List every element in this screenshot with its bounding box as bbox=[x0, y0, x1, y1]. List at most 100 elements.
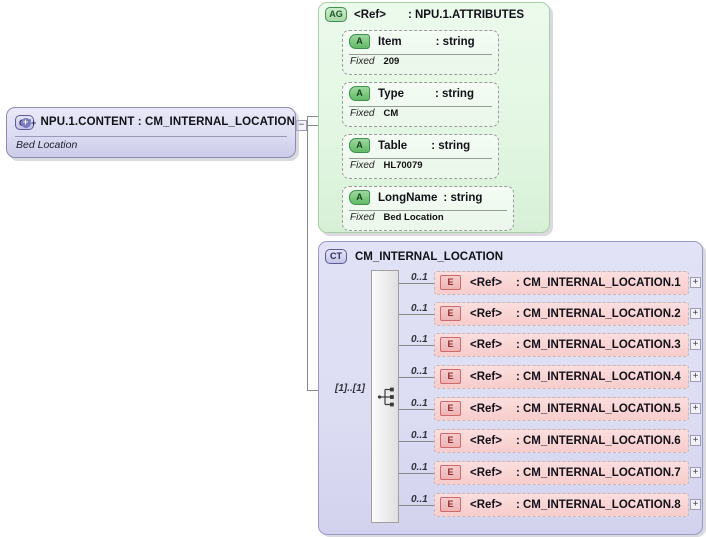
attribute-fixed-row: Fixed HL70079 bbox=[350, 160, 423, 171]
element-inner-1: E <Ref> : CM_INTERNAL_LOCATION.1 bbox=[440, 275, 681, 290]
element-card-7[interactable]: E <Ref> : CM_INTERNAL_LOCATION.7 bbox=[434, 461, 689, 485]
element-icon: E bbox=[440, 337, 461, 352]
element-icon: E bbox=[440, 306, 461, 321]
attribute-name: Type bbox=[378, 87, 404, 100]
attribute-item-header: A Item : string bbox=[349, 34, 475, 49]
attribute-fixed-row: Fixed CM bbox=[350, 108, 398, 119]
attribute-type: : string bbox=[443, 191, 483, 204]
complextype-plus-icon[interactable]: CT+ + bbox=[15, 114, 36, 130]
element-occurrence-3: 0..1 bbox=[411, 334, 428, 345]
fixed-label: Fixed bbox=[350, 160, 375, 171]
element-inner-3: E <Ref> : CM_INTERNAL_LOCATION.3 bbox=[440, 337, 681, 352]
fixed-label: Fixed bbox=[350, 212, 375, 223]
attribute-group-header: AG <Ref> : NPU.1.ATTRIBUTES bbox=[325, 7, 524, 22]
attribute-type: : string bbox=[435, 87, 474, 100]
element-ref: <Ref> bbox=[470, 307, 502, 320]
element-inner-8: E <Ref> : CM_INTERNAL_LOCATION.8 bbox=[440, 497, 681, 512]
root-node-annotation: Bed Location bbox=[16, 139, 78, 151]
expand-plus-icon[interactable]: + bbox=[20, 118, 31, 128]
element-icon: E bbox=[440, 465, 461, 480]
expand-button-element-8[interactable]: + bbox=[690, 499, 701, 510]
element-occurrence-4: 0..1 bbox=[411, 366, 428, 377]
attribute-card-table[interactable]: A Table : string Fixed HL70079 bbox=[342, 134, 499, 179]
connector-element-5 bbox=[399, 409, 434, 410]
attribute-group-icon: AG bbox=[325, 7, 347, 22]
attribute-divider bbox=[349, 210, 507, 211]
fixed-label: Fixed bbox=[350, 108, 375, 119]
connector-element-2 bbox=[399, 314, 434, 315]
element-card-6[interactable]: E <Ref> : CM_INTERNAL_LOCATION.6 bbox=[434, 429, 689, 453]
element-type: : CM_INTERNAL_LOCATION.1 bbox=[515, 276, 681, 289]
element-inner-6: E <Ref> : CM_INTERNAL_LOCATION.6 bbox=[440, 433, 681, 448]
connector-trunk bbox=[307, 116, 308, 390]
attribute-card-longname[interactable]: A LongName : string Fixed Bed Location bbox=[342, 186, 514, 231]
element-ref: <Ref> bbox=[470, 370, 502, 383]
element-card-4[interactable]: E <Ref> : CM_INTERNAL_LOCATION.4 bbox=[434, 365, 689, 389]
element-card-8[interactable]: E <Ref> : CM_INTERNAL_LOCATION.8 bbox=[434, 493, 689, 517]
expand-button-element-6[interactable]: + bbox=[690, 435, 701, 446]
connector-element-6 bbox=[399, 441, 434, 442]
attribute-divider bbox=[349, 158, 492, 159]
attribute-longname-header: A LongName : string bbox=[349, 190, 482, 205]
element-icon: E bbox=[440, 275, 461, 290]
root-content-node[interactable]: CT+ + NPU.1.CONTENT : CM_INTERNAL_LOCATI… bbox=[6, 107, 296, 158]
element-inner-2: E <Ref> : CM_INTERNAL_LOCATION.2 bbox=[440, 306, 681, 321]
attribute-icon: A bbox=[349, 190, 370, 205]
attribute-name: Item bbox=[378, 35, 402, 48]
fixed-value: 209 bbox=[383, 56, 400, 67]
attribute-group-node[interactable]: AG <Ref> : NPU.1.ATTRIBUTES A Item : str… bbox=[318, 2, 550, 233]
expand-button-element-4[interactable]: + bbox=[690, 371, 701, 382]
connector-toggle-out bbox=[307, 125, 318, 126]
element-card-2[interactable]: E <Ref> : CM_INTERNAL_LOCATION.2 bbox=[434, 302, 689, 326]
attribute-name: Table bbox=[378, 139, 408, 152]
element-card-1[interactable]: E <Ref> : CM_INTERNAL_LOCATION.1 bbox=[434, 271, 689, 295]
attribute-icon: A bbox=[349, 138, 370, 153]
expand-button-element-2[interactable]: + bbox=[690, 308, 701, 319]
complex-type-header: CT CM_INTERNAL_LOCATION bbox=[325, 249, 503, 264]
element-inner-7: E <Ref> : CM_INTERNAL_LOCATION.7 bbox=[440, 465, 681, 480]
element-type: : CM_INTERNAL_LOCATION.3 bbox=[515, 338, 681, 351]
element-card-3[interactable]: E <Ref> : CM_INTERNAL_LOCATION.3 bbox=[434, 333, 689, 357]
sequence-icon bbox=[377, 387, 394, 407]
element-inner-4: E <Ref> : CM_INTERNAL_LOCATION.4 bbox=[440, 369, 681, 384]
connector-element-7 bbox=[399, 473, 434, 474]
element-type: : CM_INTERNAL_LOCATION.6 bbox=[515, 434, 681, 447]
connector-element-4 bbox=[399, 377, 434, 378]
element-card-5[interactable]: E <Ref> : CM_INTERNAL_LOCATION.5 bbox=[434, 397, 689, 421]
fixed-value: CM bbox=[383, 108, 399, 119]
element-occurrence-7: 0..1 bbox=[411, 462, 428, 473]
expand-button-element-7[interactable]: + bbox=[690, 467, 701, 478]
attribute-fixed-row: Fixed Bed Location bbox=[350, 212, 444, 223]
element-type: : CM_INTERNAL_LOCATION.4 bbox=[515, 370, 681, 383]
element-ref: <Ref> bbox=[470, 276, 502, 289]
attribute-fixed-row: Fixed 209 bbox=[350, 56, 399, 67]
attribute-group-ref: <Ref> bbox=[354, 8, 386, 21]
element-occurrence-6: 0..1 bbox=[411, 430, 428, 441]
element-icon: E bbox=[440, 433, 461, 448]
attribute-type: : string bbox=[431, 139, 471, 152]
attribute-type-header: A Type : string bbox=[349, 86, 474, 101]
element-icon: E bbox=[440, 497, 461, 512]
fixed-label: Fixed bbox=[350, 56, 375, 67]
connector-element-3 bbox=[399, 345, 434, 346]
element-occurrence-8: 0..1 bbox=[411, 494, 428, 505]
attribute-card-item[interactable]: A Item : string Fixed 209 bbox=[342, 30, 499, 75]
element-type: : CM_INTERNAL_LOCATION.2 bbox=[515, 307, 681, 320]
fixed-value: HL70079 bbox=[383, 160, 423, 171]
expand-button-element-5[interactable]: + bbox=[690, 403, 701, 414]
element-inner-5: E <Ref> : CM_INTERNAL_LOCATION.5 bbox=[440, 401, 681, 416]
element-icon: E bbox=[440, 369, 461, 384]
element-ref: <Ref> bbox=[470, 466, 502, 479]
sequence-occurrence-label: [1]..[1] bbox=[335, 383, 365, 394]
attribute-divider bbox=[349, 54, 492, 55]
element-occurrence-1: 0..1 bbox=[411, 272, 428, 283]
attribute-card-type[interactable]: A Type : string Fixed CM bbox=[342, 82, 499, 127]
connector-element-8 bbox=[399, 505, 434, 506]
root-node-divider bbox=[15, 136, 287, 137]
expand-button-element-1[interactable]: + bbox=[690, 277, 701, 288]
expand-button-element-3[interactable]: + bbox=[690, 339, 701, 350]
element-ref: <Ref> bbox=[470, 498, 502, 511]
element-ref: <Ref> bbox=[470, 434, 502, 447]
attribute-type: : string bbox=[435, 35, 475, 48]
